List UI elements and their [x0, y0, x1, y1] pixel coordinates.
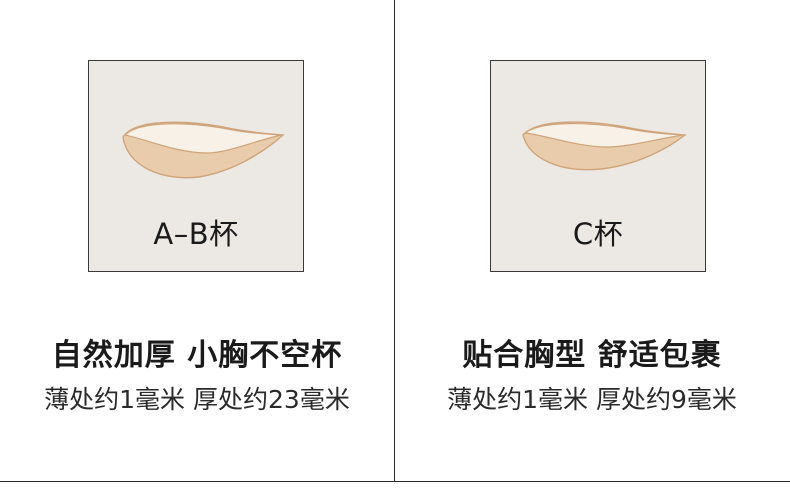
bottom-divider — [0, 481, 790, 482]
cup-label: C杯 — [572, 217, 624, 251]
cup-cross-section-icon — [522, 121, 687, 171]
thickness-detail: 薄处约1毫米 厚处约23毫米 — [44, 385, 350, 414]
cup-cross-section-icon — [122, 121, 285, 179]
cup-illustration-box: C杯 — [490, 60, 706, 272]
panel-ab-cup: A–B杯 自然加厚 小胸不空杯 薄处约1毫米 厚处约23毫米 — [0, 0, 394, 482]
thickness-detail: 薄处约1毫米 厚处约9毫米 — [447, 385, 737, 414]
cup-label: A–B杯 — [153, 217, 239, 251]
vertical-divider — [394, 0, 395, 482]
panel-c-cup: C杯 贴合胸型 舒适包裹 薄处约1毫米 厚处约9毫米 — [395, 0, 789, 482]
headline: 自然加厚 小胸不空杯 — [51, 338, 343, 373]
headline: 贴合胸型 舒适包裹 — [462, 338, 722, 373]
cup-illustration-box: A–B杯 — [88, 60, 304, 272]
